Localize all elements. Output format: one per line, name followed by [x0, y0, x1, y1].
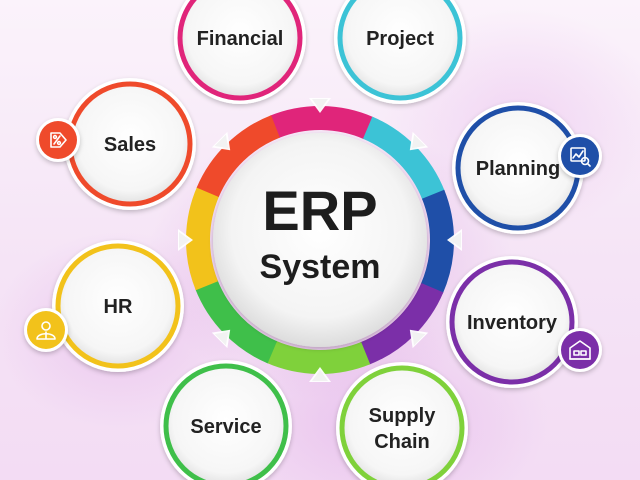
- module-ring: [337, 0, 463, 101]
- ring-segment: [360, 282, 444, 365]
- center-title: ERP: [262, 179, 377, 242]
- module-project[interactable]: Project: [334, 0, 466, 104]
- module-service[interactable]: Service: [160, 360, 292, 480]
- ring-segment: [362, 116, 445, 200]
- module-ring: [163, 363, 289, 480]
- connector-arrow: [309, 367, 331, 382]
- module-sales[interactable]: Sales: [36, 78, 196, 210]
- center-hub: ERP System: [213, 133, 427, 347]
- connector-arrow: [211, 131, 231, 151]
- module-nodes: Financial ProjectPlanningInventorySupplyC…: [24, 0, 602, 480]
- module-ring: [55, 243, 181, 369]
- module-financial[interactable]: Financial: [174, 0, 306, 104]
- connector-arrow: [409, 329, 429, 349]
- connector-arrows: [178, 98, 462, 382]
- connector-arrow: [309, 98, 331, 113]
- module-hr[interactable]: HR: [24, 240, 184, 372]
- ring-segment: [195, 280, 278, 364]
- chart-magnifier-icon: [570, 147, 591, 167]
- connector-arrow: [409, 131, 429, 151]
- module-icon-badge: [558, 328, 602, 372]
- ring-segment: [186, 186, 220, 291]
- center-ring: [186, 106, 454, 374]
- module-label: Supply: [369, 405, 437, 427]
- ring-segment: [196, 115, 280, 198]
- module-ring: [449, 259, 575, 385]
- module-ring: [339, 365, 465, 480]
- module-label: Service: [190, 416, 261, 438]
- module-icon-badge: [558, 134, 602, 178]
- center-subtitle: System: [260, 248, 381, 286]
- module-label: Inventory: [467, 312, 558, 334]
- warehouse-icon: [569, 340, 591, 360]
- module-label: Planning: [476, 158, 560, 180]
- module-label: Sales: [104, 134, 156, 156]
- module-ring: [177, 0, 303, 101]
- center-disc: [213, 133, 427, 347]
- module-planning[interactable]: Planning: [452, 102, 602, 234]
- module-label: Chain: [374, 431, 430, 453]
- employee-icon: [36, 321, 56, 340]
- percent-tag-icon: [50, 132, 67, 148]
- ring-segment: [266, 340, 371, 374]
- ring-segment: [269, 106, 374, 140]
- module-icon-badge: [24, 308, 68, 352]
- module-label: HR: [104, 296, 133, 318]
- connector-arrow: [211, 329, 231, 349]
- module-inventory[interactable]: Inventory: [446, 256, 602, 388]
- connector-arrow: [447, 229, 462, 251]
- module-label: Financial: [197, 28, 284, 50]
- ring-segment: [420, 189, 454, 294]
- module-icon-badge: [36, 118, 80, 162]
- module-label: Project: [366, 28, 434, 50]
- connector-arrow: [178, 229, 193, 251]
